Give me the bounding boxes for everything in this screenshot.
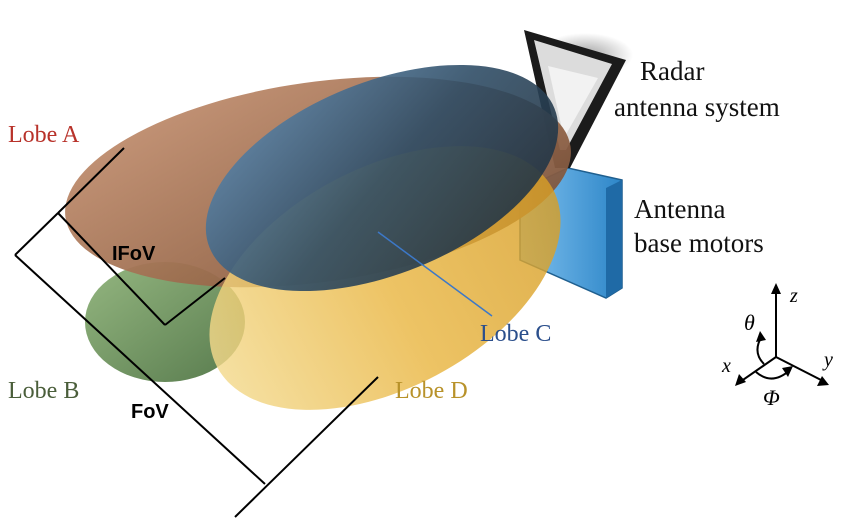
lobe-b-shape [85,262,245,382]
lobe-c-leader-line [377,231,493,317]
lobe-c-shape [205,64,559,292]
lobe-b-label: Lobe B [8,378,79,404]
fov-bracket [14,212,379,518]
radar-label-line2: antenna system [614,92,780,122]
axes-gizmo [735,283,829,386]
axis-x-label: x [721,355,731,377]
axis-phi-label: Φ [763,385,780,410]
radar-label-line1: Radar [640,56,704,86]
lobe-c-label: Lobe C [480,321,551,347]
ifov-bracket [57,147,226,326]
lobe-d-label: Lobe D [395,378,468,404]
motors-label-line2: base motors [634,228,764,258]
fov-label: FoV [131,401,169,423]
axis-z-label: z [789,285,798,307]
lobe-a-label: Lobe A [8,122,80,148]
axis-theta-label: θ [744,310,755,335]
motors-label-line1: Antenna [634,194,725,224]
axis-y-label: y [822,349,833,371]
ifov-label: IFoV [112,243,156,265]
